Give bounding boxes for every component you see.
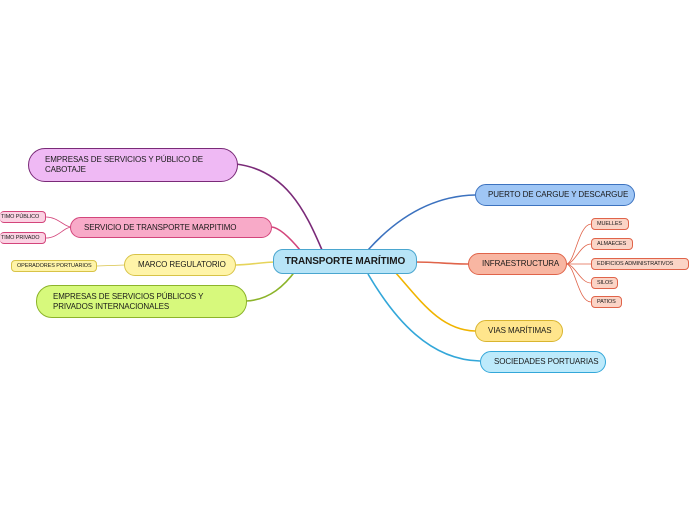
node-infraestructura[interactable]: INFRAESTRUCTURA — [468, 253, 567, 275]
link-empresas-internacionales — [245, 269, 297, 302]
leaf-timo-publico[interactable]: TIMO PÚBLICO — [0, 211, 46, 223]
link-marco-regulatorio — [235, 261, 277, 266]
node-vias-label: VIAS MARÍTIMAS — [488, 326, 552, 335]
link-timo-privado — [45, 226, 73, 239]
link-empresas-cabotaje — [235, 163, 323, 251]
center-label: TRANSPORTE MARÍTIMO — [284, 255, 406, 267]
link-vias — [394, 271, 476, 332]
node-sociedades[interactable]: SOCIEDADES PORTUARIAS — [480, 351, 606, 373]
node-empresas-cabotaje[interactable]: EMPRESAS DE SERVICIOS Y PÚBLICO DE CABOT… — [28, 148, 238, 182]
link-infraestructura — [414, 261, 470, 265]
leaf-edificios-label: EDIFICIOS ADMINISTRATIVOS — [597, 260, 674, 267]
leaf-edificios[interactable]: EDIFICIOS ADMINISTRATIVOS — [591, 258, 689, 270]
node-infraestructura-label: INFRAESTRUCTURA — [482, 259, 560, 268]
link-muelles — [565, 223, 592, 265]
leaf-almaeces-label: ALMAECES — [597, 240, 627, 247]
link-servicio-transporte — [271, 226, 301, 251]
leaf-muelles[interactable]: MUELLES — [591, 218, 629, 230]
center-node[interactable]: TRANSPORTE MARÍTIMO — [273, 249, 417, 274]
node-servicio-transporte[interactable]: SERVICIO DE TRANSPORTE MARPITIMO — [70, 217, 272, 238]
leaf-muelles-label: MUELLES — [597, 220, 622, 227]
leaf-patios-label: PATIOS — [597, 298, 616, 305]
node-marco-regulatorio[interactable]: MARCO REGULATORIO — [124, 254, 236, 276]
leaf-patios[interactable]: PATIOS — [591, 296, 622, 308]
link-timo-publico — [45, 216, 73, 228]
node-puerto[interactable]: PUERTO DE CARGUE Y DESCARGUE — [475, 184, 635, 206]
node-servicio-transporte-label: SERVICIO DE TRANSPORTE MARPITIMO — [84, 222, 237, 232]
leaf-silos[interactable]: SILOS — [591, 277, 618, 289]
link-puerto — [367, 194, 476, 251]
leaf-timo-privado-label: TIMO PRIVADO — [1, 234, 40, 241]
node-sociedades-label: SOCIEDADES PORTUARIAS — [494, 357, 599, 366]
leaf-silos-label: SILOS — [597, 279, 613, 286]
node-empresas-internacionales[interactable]: EMPRESAS DE SERVICIOS PÚBLICOS Y PRIVADO… — [36, 285, 247, 318]
leaf-timo-publico-label: TIMO PÚBLICO — [1, 213, 40, 220]
leaf-operadores-portuarios-label: OPERADORES PORTUARIOS — [17, 262, 92, 269]
node-empresas-cabotaje-label: EMPRESAS DE SERVICIOS Y PÚBLICO DE CABOT… — [45, 155, 203, 174]
leaf-operadores-portuarios[interactable]: OPERADORES PORTUARIOS — [11, 260, 97, 272]
node-puerto-label: PUERTO DE CARGUE Y DESCARGUE — [488, 190, 629, 199]
leaf-almaeces[interactable]: ALMAECES — [591, 238, 633, 250]
link-sociedades — [367, 273, 481, 362]
link-operadores — [96, 264, 126, 267]
link-patios — [565, 263, 592, 303]
node-vias[interactable]: VIAS MARÍTIMAS — [475, 320, 563, 342]
node-empresas-internacionales-label: EMPRESAS DE SERVICIOS PÚBLICOS Y PRIVADO… — [53, 291, 204, 311]
node-marco-regulatorio-label: MARCO REGULATORIO — [138, 260, 226, 269]
link-almaeces — [565, 243, 592, 265]
leaf-timo-privado[interactable]: TIMO PRIVADO — [0, 232, 46, 244]
